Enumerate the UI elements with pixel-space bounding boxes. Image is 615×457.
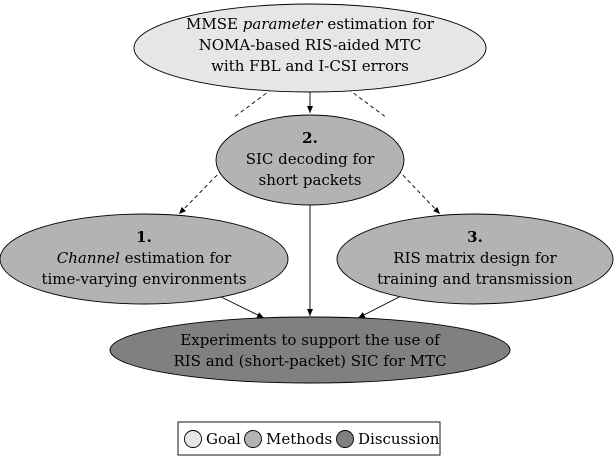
discussion-ellipse <box>109 316 511 384</box>
method-1-line-1: Channel estimation for <box>57 249 232 267</box>
edge-goal-to-ris <box>347 88 388 119</box>
legend-goal-label: Goal <box>206 430 241 448</box>
method-2-line-1: SIC decoding for <box>246 150 375 168</box>
method-1-number: 1. <box>136 228 152 246</box>
goal-line-3: with FBL and I-CSI errors <box>211 57 409 75</box>
method-2-node: 2. SIC decoding for short packets <box>215 114 405 206</box>
legend-methods-swatch <box>244 430 262 448</box>
method-3-line-2: training and transmission <box>377 270 573 288</box>
method-3-node: 3. RIS matrix design for training and tr… <box>336 213 614 305</box>
method-1-ellipse <box>0 213 289 305</box>
legend-box <box>177 421 441 456</box>
discussion-line-2: RIS and (short-packet) SIC for MTC <box>173 352 446 370</box>
goal-ellipse <box>133 3 487 93</box>
method-3-number: 3. <box>467 228 483 246</box>
edge-goal-to-channel <box>232 88 273 119</box>
goal-line-2: NOMA-based RIS-aided MTC <box>199 36 422 54</box>
goal-node: MMSE parameter estimation for NOMA-based… <box>133 3 487 93</box>
method-2-line-2: short packets <box>259 171 362 189</box>
legend-discussion-swatch <box>336 430 354 448</box>
method-1-line-2: time-varying environments <box>41 270 246 288</box>
method-1-node: 1. Channel estimation for time-varying e… <box>0 213 289 305</box>
edge-channel-to-discussion <box>214 293 265 319</box>
edges <box>178 88 441 319</box>
method-2-number: 2. <box>302 129 318 147</box>
discussion-line-1: Experiments to support the use of <box>180 331 441 349</box>
goal-line-1: MMSE parameter estimation for <box>186 15 435 33</box>
legend: Goal Methods Discussion <box>177 421 441 456</box>
legend-methods-label: Methods <box>266 430 332 448</box>
legend-goal-swatch <box>184 430 202 448</box>
method-3-ellipse <box>336 213 614 305</box>
edge-sic-to-ris <box>397 169 441 215</box>
edge-sic-to-channel <box>178 169 223 215</box>
method-2-ellipse <box>215 114 405 206</box>
legend-discussion-label: Discussion <box>358 430 440 448</box>
edge-ris-to-discussion <box>357 293 406 319</box>
method-3-line-1: RIS matrix design for <box>393 249 557 267</box>
discussion-node: Experiments to support the use of RIS an… <box>109 316 511 384</box>
